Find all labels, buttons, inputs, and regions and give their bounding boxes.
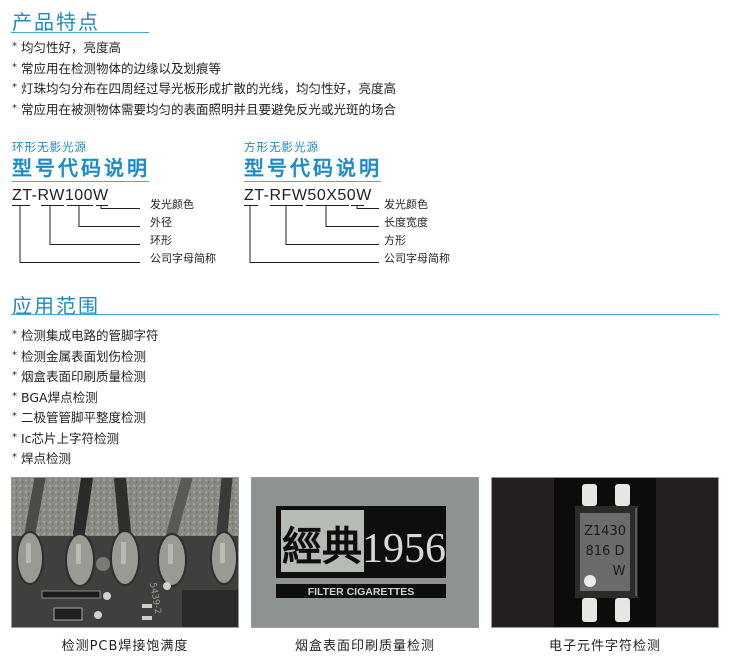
- feature-item: *均匀性好，亮度高: [12, 40, 122, 55]
- cigarette-box-illustration: 經典 1956 FILTER CIGARETTES: [252, 478, 478, 627]
- model-code-square: 方形无影光源 型号代码说明 ZT-RFW50X50W 发光颜色 长度宽度 方形 …: [244, 139, 474, 274]
- model-code-label-diameter: 外径: [150, 216, 172, 229]
- cigarette-box-photo: 經典 1956 FILTER CIGARETTES: [251, 477, 479, 628]
- model-code-label-company: 公司字母简称: [384, 252, 450, 265]
- bullet-star: *: [12, 61, 17, 73]
- print-english: FILTER CIGARETTES: [308, 586, 415, 598]
- feature-item: *常应用在被测物体需要均匀的表面照明并且要避免反光或光斑的场合: [12, 101, 397, 117]
- application-item: *焊点检测: [12, 451, 72, 466]
- model-code-label-color: 发光颜色: [384, 198, 428, 211]
- model-code-subtitle: 方形无影光源: [244, 140, 319, 154]
- model-code-leader-lines: [244, 205, 379, 263]
- features-list: *均匀性好，亮度高 *常应用在检测物体的边缘以及划痕等 *灯珠均匀分布在四周经过…: [12, 37, 396, 119]
- chip-line-1: Z1430: [584, 524, 626, 539]
- chip-line-2: 816 D: [586, 544, 625, 559]
- model-code-label-company: 公司字母简称: [150, 252, 216, 265]
- model-code-divider: [12, 181, 149, 182]
- ic-chip-illustration: Z1430 816 D W: [492, 478, 718, 627]
- bullet-star: *: [12, 82, 17, 93]
- features-divider: [11, 32, 149, 33]
- pcb-solder-illustration: 5439-2: [12, 478, 238, 627]
- model-code-label-color: 发光颜色: [150, 198, 194, 211]
- application-item: *检测集成电路的管脚字符: [12, 328, 159, 343]
- applications-divider: [11, 314, 719, 315]
- feature-item: *常应用在检测物体的边缘以及划痕等: [12, 60, 222, 76]
- application-item: *Ic芯片上字符检测: [12, 430, 120, 446]
- model-code-string: ZT-RW100W: [12, 187, 109, 204]
- application-item: *检测金属表面划伤检测: [12, 348, 147, 364]
- cigarette-box-caption: 烟盒表面印刷质量检测: [294, 639, 435, 654]
- bullet-star: *: [12, 102, 17, 114]
- applications-list: *检测集成电路的管脚字符 *检测金属表面划伤检测 *烟盒表面印刷质量检测 *BG…: [12, 325, 159, 469]
- application-item: *二极管管脚平整度检测: [12, 410, 147, 425]
- model-code-label-size: 长度宽度: [384, 216, 428, 229]
- ic-chip-photo: Z1430 816 D W: [491, 477, 719, 628]
- model-code-label-shape: 环形: [150, 234, 172, 247]
- model-code-ring: 环形无影光源 型号代码说明 ZT-RW100W 发光颜色 外径 环形 公司字母简…: [12, 139, 242, 274]
- ic-chip-caption: 电子元件字符检测: [548, 639, 661, 654]
- model-code-label-shape: 方形: [384, 234, 406, 247]
- pcb-solder-photo: 5439-2: [11, 477, 239, 628]
- print-number: 1956: [362, 526, 446, 572]
- chip-line-3: W: [613, 564, 626, 579]
- pcb-solder-caption: 检测PCB焊接饱满度: [61, 639, 189, 654]
- feature-item: *灯珠均匀分布在四周经过导光板形成扩散的光线，均匀性好，亮度高: [12, 81, 397, 96]
- model-code-subtitle: 环形无影光源: [12, 140, 87, 154]
- application-item: *BGA焊点检测: [12, 389, 98, 405]
- model-code-divider: [244, 181, 381, 182]
- features-title: 产品特点: [12, 10, 100, 34]
- pin1-marker: [584, 575, 596, 587]
- application-item: *烟盒表面印刷质量检测: [12, 369, 147, 384]
- print-chinese: 經典: [282, 523, 362, 570]
- model-code-string: ZT-RFW50X50W: [244, 187, 372, 204]
- model-code-title: 型号代码说明: [244, 156, 382, 180]
- model-code-leader-lines: [12, 205, 140, 263]
- bullet-star: *: [12, 41, 17, 52]
- model-code-title: 型号代码说明: [12, 156, 150, 180]
